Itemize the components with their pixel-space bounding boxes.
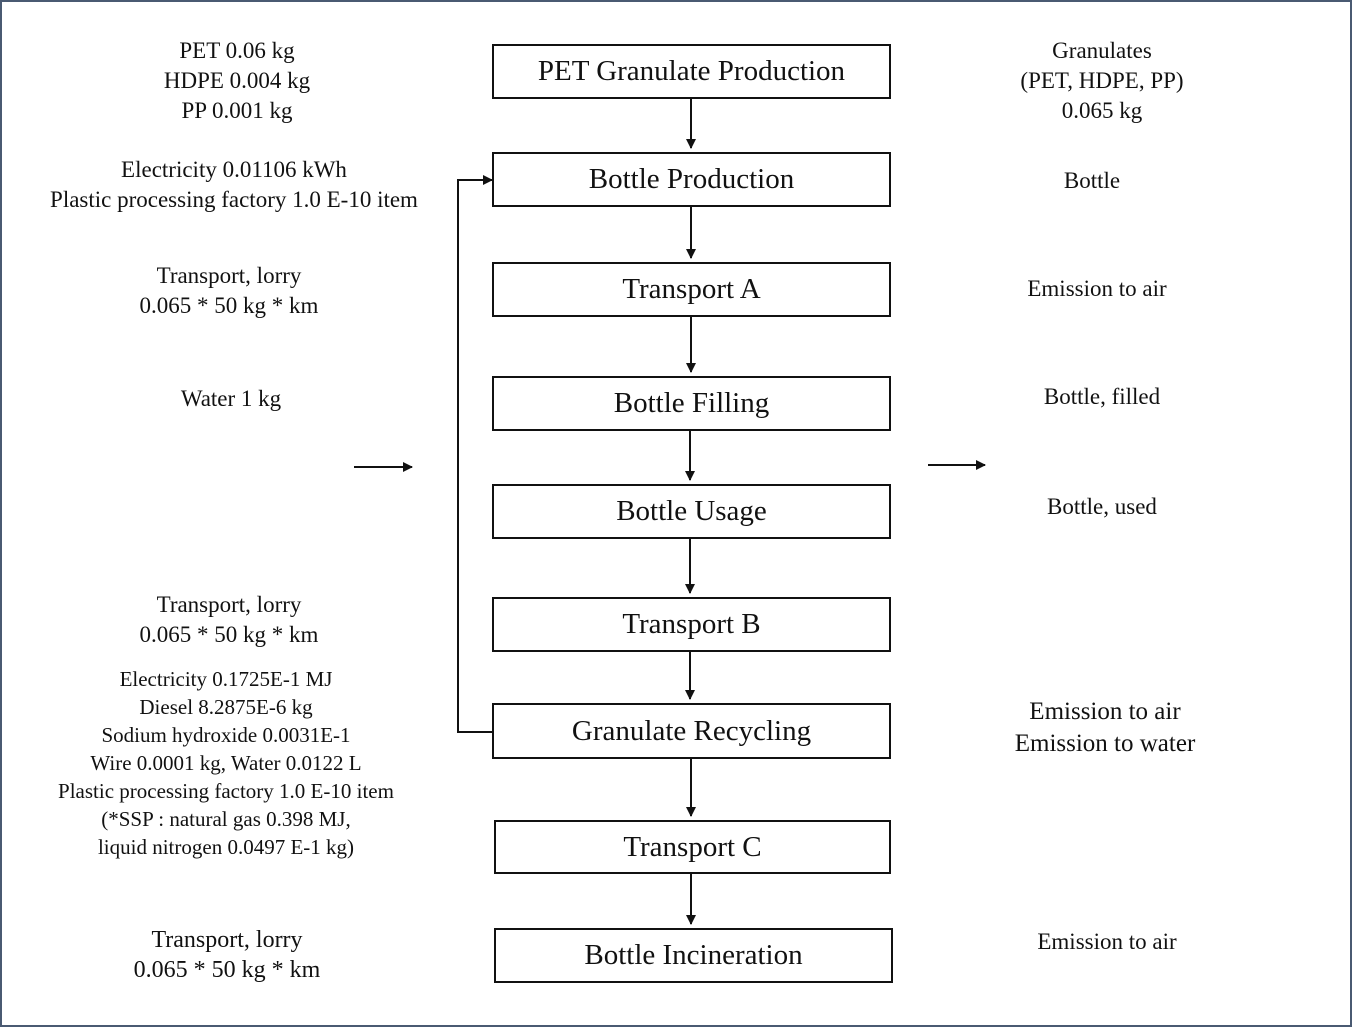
stage-bottle-production: Bottle Production: [492, 152, 891, 207]
input-transport-c: Transport, lorry 0.065 * 50 kg * km: [133, 927, 321, 983]
input-bottle-production: Electricity 0.01106 kWh Plastic processi…: [50, 157, 418, 212]
stage-transport-c: Transport C: [494, 820, 891, 874]
input-transport-b: Transport, lorry 0.065 * 50 kg * km: [139, 592, 319, 647]
output-filling: Bottle, filled: [1043, 384, 1161, 409]
output-bottle-production: Bottle: [1063, 168, 1121, 193]
recycle-loop-arrow: [457, 175, 494, 733]
stage-bottle-filling: Bottle Filling: [492, 376, 891, 431]
stage-pet-granulate-production: PET Granulate Production: [492, 44, 891, 99]
stage-transport-b: Transport B: [492, 597, 891, 652]
input-filling: Water 1 kg: [180, 386, 282, 411]
input-recycling: Electricity 0.1725E-1 MJ Diesel 8.2875E-…: [58, 667, 394, 859]
output-transport-a: Emission to air: [1027, 276, 1167, 301]
output-recycling: Emission to air Emission to water: [1014, 698, 1196, 757]
stage-transport-a: Transport A: [492, 262, 891, 317]
stage-bottle-usage: Bottle Usage: [492, 484, 891, 539]
output-granulate: Granulates (PET, HDPE, PP) 0.065 kg: [1020, 38, 1184, 123]
stage-granulate-recycling: Granulate Recycling: [492, 703, 891, 759]
stage-bottle-incineration: Bottle Incineration: [494, 928, 893, 983]
output-incineration: Emission to air: [1037, 929, 1177, 954]
output-usage: Bottle, used: [1047, 494, 1157, 519]
input-transport-a: Transport, lorry 0.065 * 50 kg * km: [139, 263, 319, 318]
input-granulate: PET 0.06 kg HDPE 0.004 kg PP 0.001 kg: [163, 38, 311, 123]
